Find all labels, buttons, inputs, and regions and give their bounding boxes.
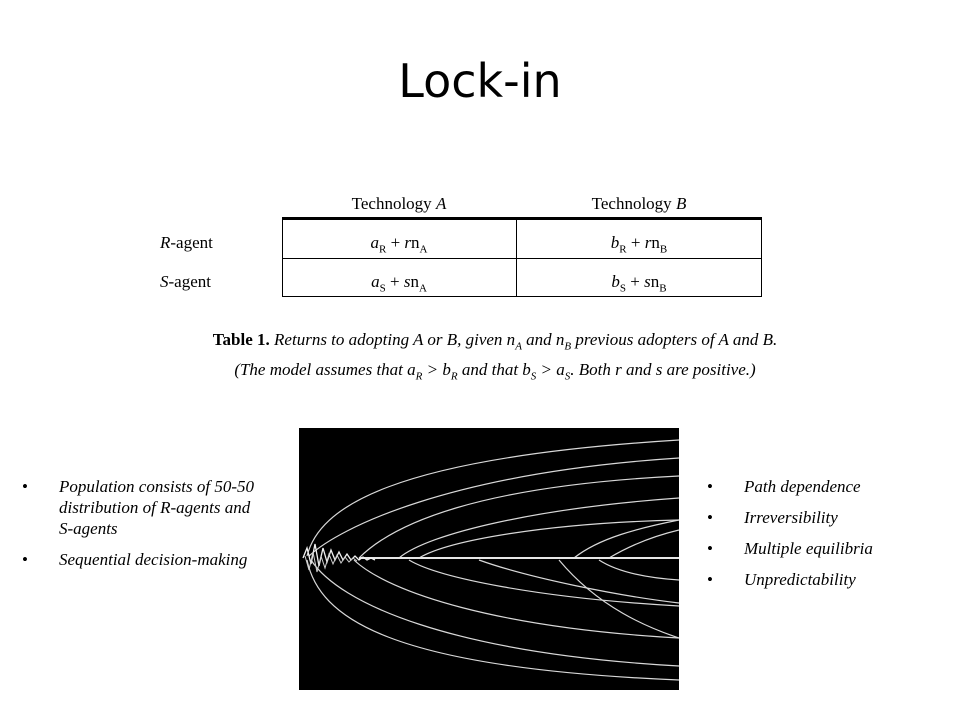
list-item: •Unpredictability xyxy=(707,570,856,589)
trajectory-upper-7 xyxy=(608,529,679,559)
slide-title: Lock-in xyxy=(398,54,562,108)
trajectory-upper-2 xyxy=(308,457,679,557)
bullet-icon: • xyxy=(707,508,713,527)
bullet-icon: • xyxy=(22,550,28,569)
trajectory-noise-cluster xyxy=(302,543,376,567)
trajectory-lower-3 xyxy=(353,559,679,639)
list-item: •Multiple equilibria xyxy=(707,539,873,558)
trajectory-upper-3 xyxy=(358,475,679,559)
cell-r-agent-technology-a: aR + rnA xyxy=(370,233,428,256)
trajectory-upper-6 xyxy=(573,519,679,559)
table-column-divider xyxy=(516,220,517,297)
bullet-icon: • xyxy=(707,570,713,589)
row-label-s-agent: S-agent xyxy=(160,272,211,291)
trajectory-upper-5 xyxy=(418,519,679,559)
trajectory-lower-1 xyxy=(306,559,679,681)
list-item: •Path dependence xyxy=(707,477,861,496)
trajectory-lower-2 xyxy=(310,559,679,667)
bullet-icon: • xyxy=(707,539,713,558)
table-row-divider xyxy=(282,258,762,259)
cell-r-agent-technology-b: bR + rnB xyxy=(610,233,668,256)
table-caption: Table 1. Returns to adopting A or B, giv… xyxy=(212,330,778,383)
trajectory-lower-5 xyxy=(478,559,679,604)
trajectory-lower-7 xyxy=(558,559,679,639)
cell-s-agent-technology-a: aS + snA xyxy=(371,272,427,295)
lock-in-trajectory-plot xyxy=(299,428,679,690)
trajectory-noise-cluster-2 xyxy=(304,551,358,573)
trajectory-upper-1 xyxy=(306,439,679,557)
trajectory-upper-4 xyxy=(398,497,679,559)
trajectory-plot-svg xyxy=(302,439,679,681)
trajectory-lower-6 xyxy=(598,559,679,581)
list-item: •Population consists of 50-50 distributi… xyxy=(22,477,255,538)
returns-table-figure: Technology A Technology B R-agent S-agen… xyxy=(150,182,840,383)
right-bullet-list: •Path dependence •Irreversibility •Multi… xyxy=(707,476,937,600)
left-bullet-list: •Population consists of 50-50 distributi… xyxy=(22,476,262,580)
table-header-rule xyxy=(282,217,762,220)
trajectory-lower-4 xyxy=(408,559,679,607)
row-label-r-agent: R-agent xyxy=(160,233,213,252)
column-header-technology-a: Technology A xyxy=(351,194,447,213)
cell-s-agent-technology-b: bS + snB xyxy=(611,272,667,295)
column-header-technology-b: Technology B xyxy=(591,194,687,213)
list-item: •Sequential decision-making xyxy=(22,550,248,569)
bullet-icon: • xyxy=(22,477,28,496)
bullet-icon: • xyxy=(707,477,713,496)
list-item: •Irreversibility xyxy=(707,508,838,527)
